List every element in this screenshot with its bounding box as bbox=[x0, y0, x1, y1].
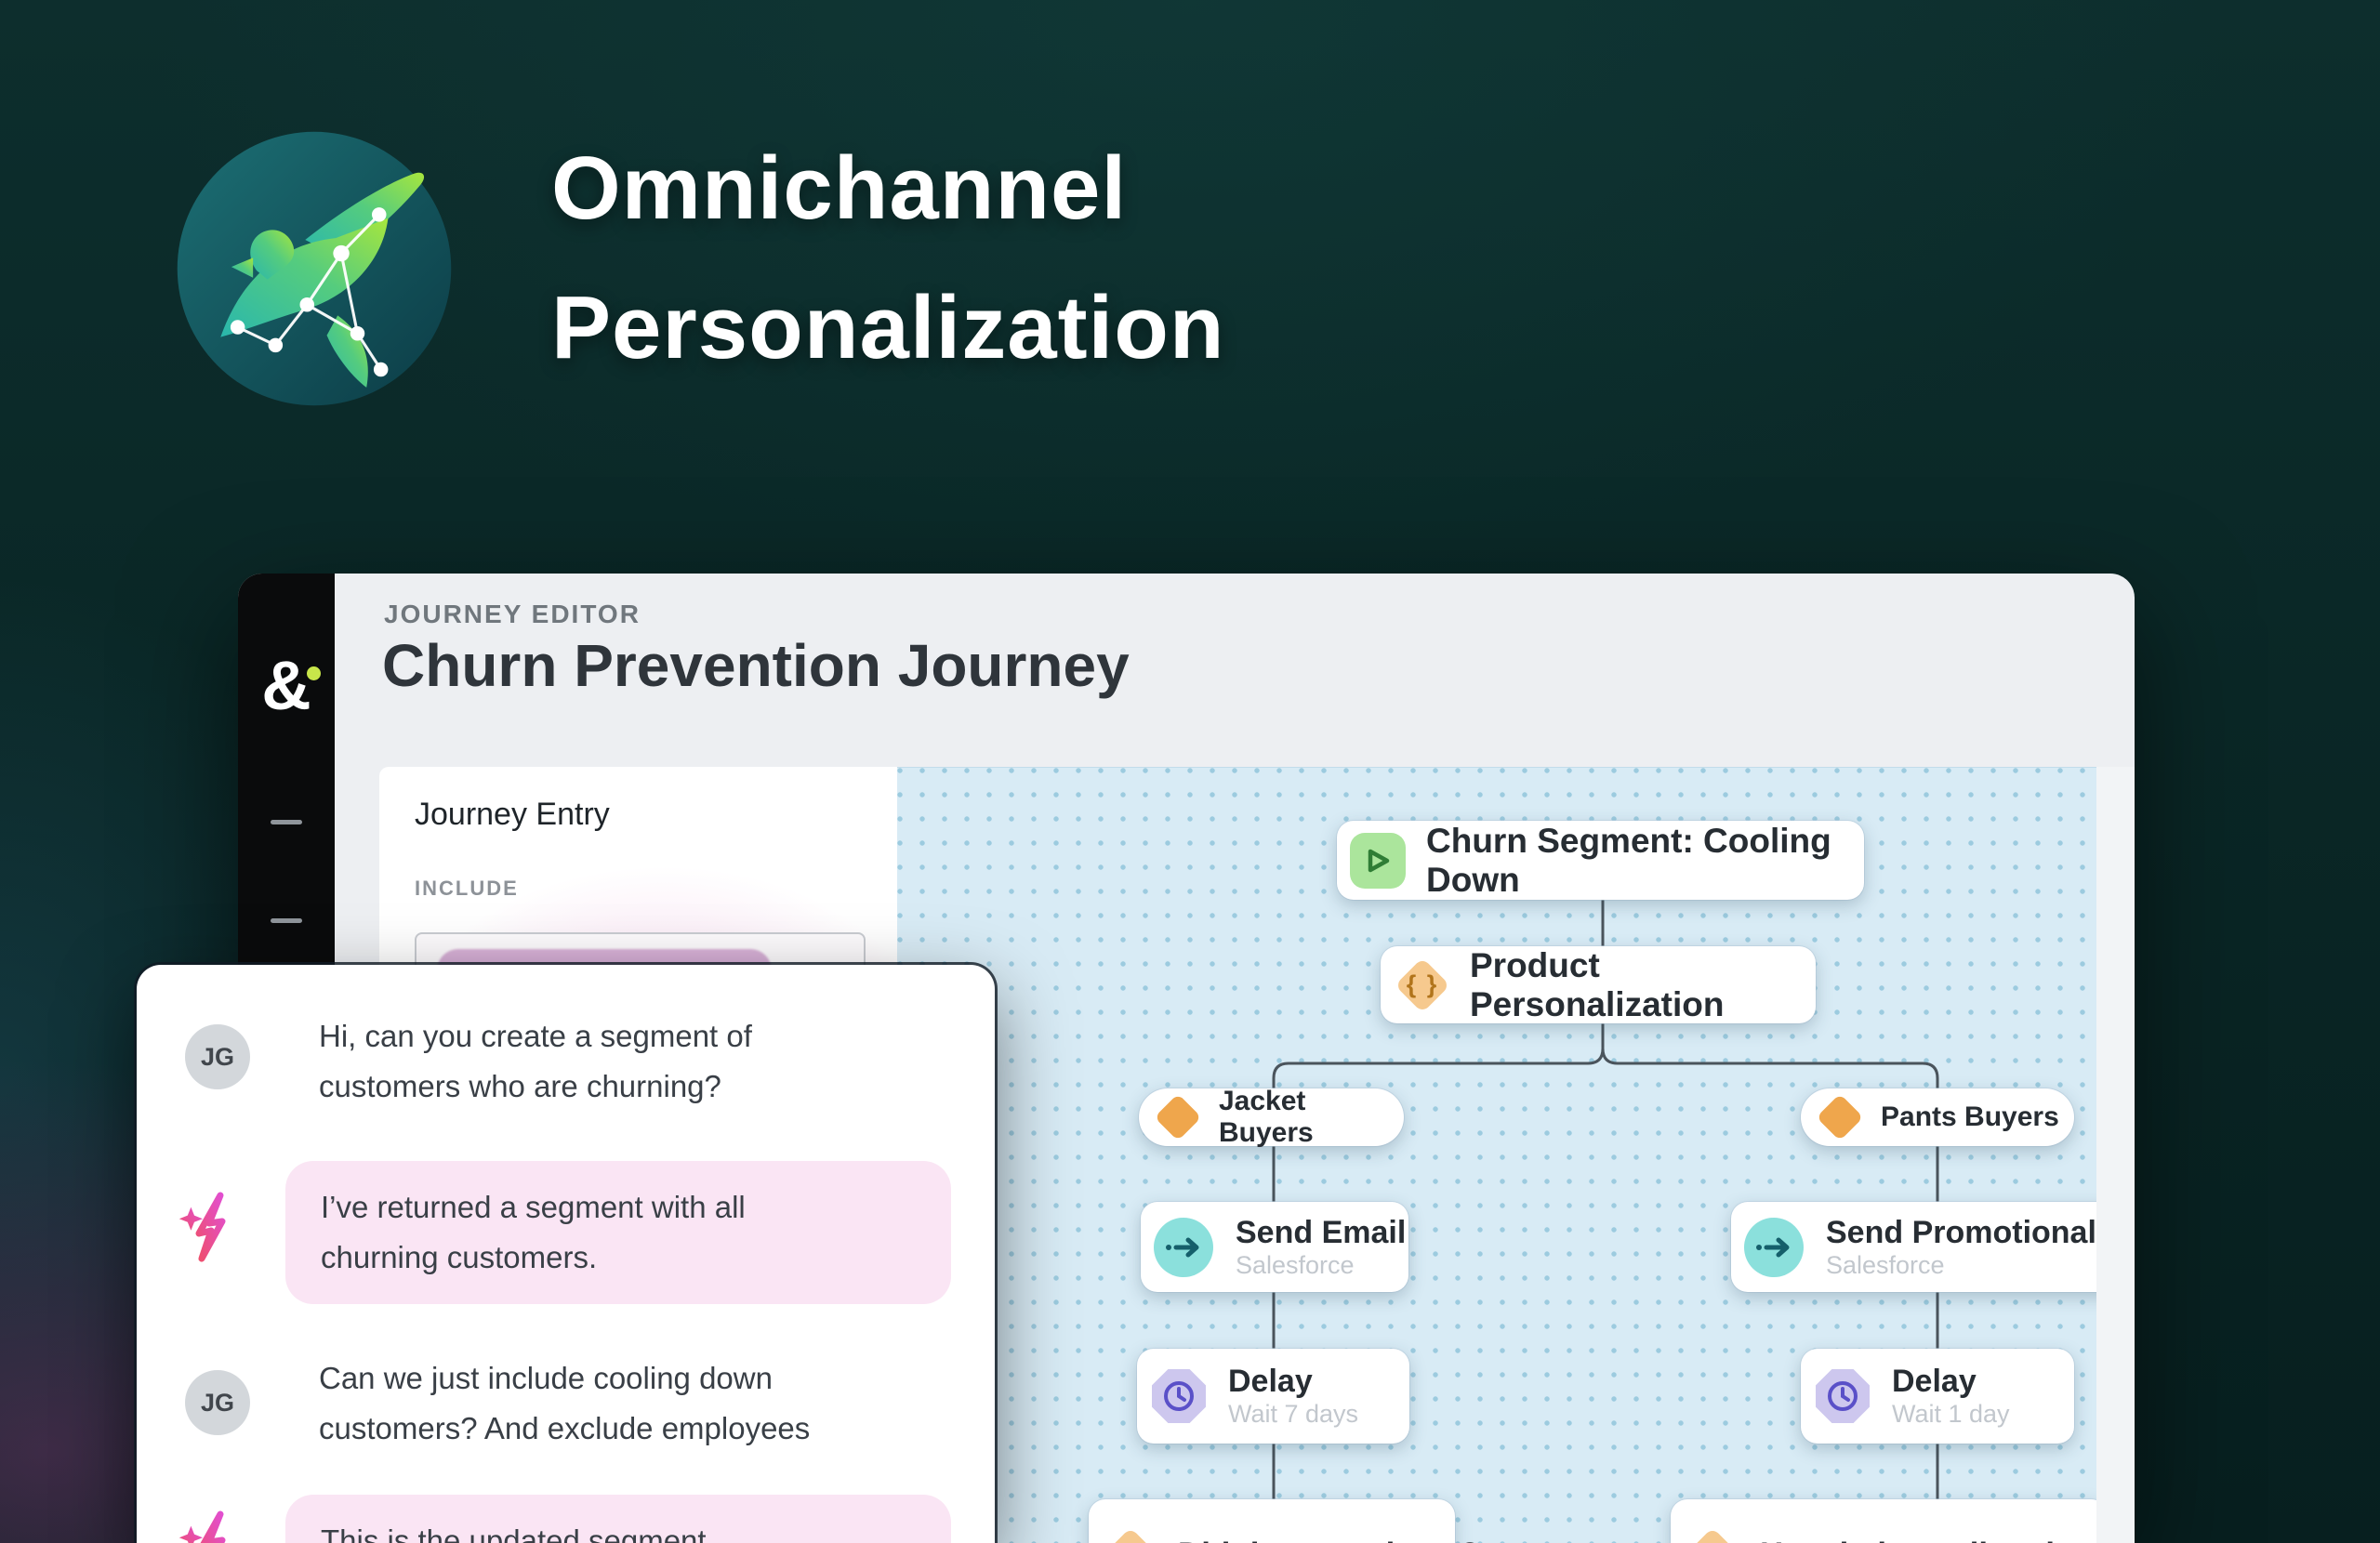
journey-canvas[interactable]: Churn Segment: Cooling Down { } Product … bbox=[897, 767, 2096, 1543]
chat-message-assistant-1: I’ve returned a segment with all churnin… bbox=[285, 1161, 951, 1304]
play-icon bbox=[1350, 832, 1406, 889]
falcon-constellation-logo bbox=[177, 131, 452, 406]
node-label: Send Promotional Mail bbox=[1826, 1214, 2096, 1250]
node-delay-right[interactable]: Delay Wait 1 day bbox=[1801, 1349, 2074, 1444]
node-label: Send Email bbox=[1236, 1214, 1407, 1250]
node-product-personalization[interactable]: { } Product Personalization bbox=[1381, 946, 1816, 1023]
node-sublabel: Wait 7 days bbox=[1228, 1400, 1359, 1428]
arrow-icon bbox=[1154, 1217, 1213, 1277]
diamond-icon bbox=[1154, 1093, 1202, 1141]
node-sublabel: Salesforce bbox=[1236, 1250, 1355, 1279]
connector-edges bbox=[1272, 900, 1939, 1499]
chat-message-user-2: Can we just include cooling down custome… bbox=[319, 1361, 811, 1445]
node-label: Has their predicted value bbox=[1760, 1536, 2096, 1543]
hero-title: Omnichannel Personalization bbox=[551, 138, 1225, 377]
node-label: Product Personalization bbox=[1470, 945, 1725, 1023]
ai-sparkle-icon bbox=[178, 1192, 226, 1262]
node-has-predicted-value[interactable]: { } Has their predicted value bbox=[1671, 1499, 2096, 1543]
node-jacket-buyers[interactable]: Jacket Buyers bbox=[1139, 1086, 1404, 1148]
journey-editor-eyebrow: JOURNEY EDITOR bbox=[384, 600, 641, 628]
clock-icon bbox=[1152, 1369, 1206, 1423]
diamond-icon bbox=[1816, 1093, 1864, 1141]
braces-diamond-icon: { } bbox=[1685, 1527, 1740, 1543]
sidebar-item-1[interactable] bbox=[271, 820, 302, 824]
assistant-chat-panel: JG Hi, can you create a segment of custo… bbox=[137, 965, 995, 1543]
node-label: Pants Buyers bbox=[1881, 1101, 2059, 1132]
node-did-they-purchase[interactable]: { } Did they purchase? bbox=[1089, 1499, 1480, 1543]
clock-icon bbox=[1816, 1369, 1870, 1423]
node-churn-segment[interactable]: Churn Segment: Cooling Down bbox=[1337, 821, 1864, 900]
avatar: JG bbox=[185, 1370, 250, 1435]
braces-diamond-icon: { } bbox=[1103, 1527, 1158, 1543]
arrow-icon bbox=[1744, 1217, 1804, 1277]
braces-diamond-icon: { } bbox=[1395, 956, 1450, 1013]
node-delay-left[interactable]: Delay Wait 7 days bbox=[1137, 1349, 1409, 1444]
chat-message-user-1: Hi, can you create a segment of customer… bbox=[319, 1019, 752, 1103]
node-sublabel: Wait 1 day bbox=[1892, 1400, 2010, 1428]
node-pants-buyers[interactable]: Pants Buyers bbox=[1801, 1088, 2074, 1146]
ai-sparkle-icon bbox=[178, 1510, 226, 1543]
node-label: Delay bbox=[1892, 1364, 1977, 1399]
node-label: Delay bbox=[1228, 1364, 1313, 1399]
lime-dot-icon bbox=[307, 666, 321, 680]
node-label: Jacket Buyers bbox=[1219, 1086, 1314, 1148]
node-label: Did they purchase? bbox=[1178, 1536, 1480, 1543]
ampersand-glyph: & bbox=[261, 647, 311, 724]
journey-entry-title: Journey Entry bbox=[415, 797, 610, 832]
avatar: JG bbox=[185, 1024, 250, 1089]
journey-title: Churn Prevention Journey bbox=[382, 632, 1130, 699]
node-sublabel: Salesforce bbox=[1826, 1250, 1945, 1279]
amperity-logo: & bbox=[238, 646, 335, 725]
node-send-promotional[interactable]: Send Promotional Mail Salesforce bbox=[1731, 1202, 2096, 1292]
node-label: Churn Segment: Cooling Down bbox=[1426, 821, 1831, 899]
sidebar-item-2[interactable] bbox=[271, 918, 302, 923]
canvas-right-gutter bbox=[2096, 767, 2135, 1543]
chat-message-assistant-2: This is the updated segment bbox=[285, 1495, 951, 1543]
include-label: INCLUDE bbox=[415, 877, 519, 900]
node-send-email[interactable]: Send Email Salesforce bbox=[1141, 1202, 1408, 1292]
